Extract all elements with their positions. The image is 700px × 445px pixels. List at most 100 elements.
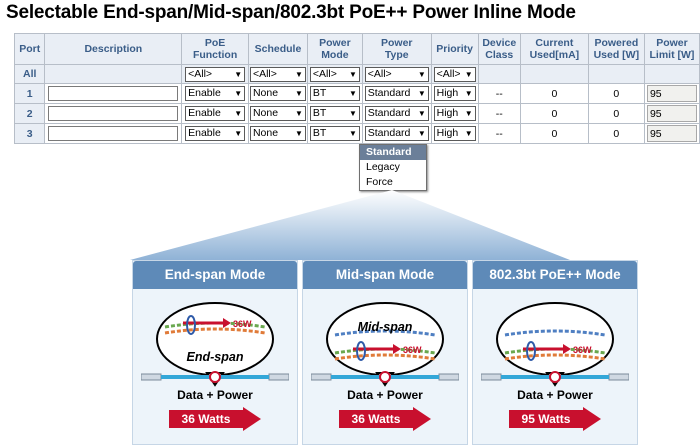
chevron-down-icon: ▼ (295, 109, 303, 118)
power-limit-input[interactable] (646, 125, 697, 142)
watt-tag: 36W (403, 345, 422, 355)
device-class-cell: -- (477, 103, 522, 124)
chevron-down-icon: ▼ (234, 129, 243, 138)
chevron-down-icon: ▼ (464, 129, 473, 138)
chevron-down-icon: ▼ (348, 129, 357, 138)
watts-badge: 95 Watts (509, 407, 601, 436)
priority-select[interactable]: High▼ (433, 86, 476, 101)
network-cable-icon (141, 371, 289, 383)
current-used-cell: 0 (520, 83, 589, 104)
chevron-down-icon: ▼ (234, 69, 243, 79)
port-cell: 3 (13, 123, 46, 144)
chevron-down-icon: ▼ (234, 89, 243, 98)
chevron-down-icon: ▼ (417, 109, 426, 118)
power-mode-select[interactable]: BT▼ (309, 86, 360, 101)
powered-used-cell: 0 (587, 103, 645, 124)
powered-used-cell: 0 (587, 123, 645, 144)
watt-tag: 36W (573, 345, 592, 355)
current-used-cell: 0 (520, 123, 589, 144)
dropdown-option-legacy[interactable]: Legacy (366, 161, 400, 173)
priority-select[interactable]: High▼ (433, 126, 476, 141)
chevron-down-icon: ▼ (464, 109, 473, 118)
coil-icon (186, 315, 196, 335)
chevron-down-icon: ▼ (348, 89, 357, 98)
description-input[interactable] (48, 106, 179, 121)
page-title: Selectable End-span/Mid-span/802.3bt PoE… (6, 2, 576, 23)
mode-panel-title: End-span Mode (133, 261, 297, 289)
col-description: Description (44, 33, 183, 65)
power-type-select[interactable]: Standard▼ (364, 86, 429, 101)
power-type-select-all[interactable]: <All>▼ (364, 66, 429, 82)
mode-caption: Data + Power (347, 388, 423, 402)
dropdown-option-force[interactable]: Force (366, 176, 393, 188)
coil-icon (526, 341, 536, 361)
description-input[interactable] (48, 126, 179, 141)
poe-function-select[interactable]: Enable▼ (185, 86, 246, 101)
arrow-right-icon (393, 344, 401, 354)
priority-select-all[interactable]: <All>▼ (433, 66, 476, 82)
power-mode-select-all[interactable]: <All>▼ (309, 66, 360, 82)
watts-label: 95 Watts (521, 412, 571, 426)
power-limit-input[interactable] (646, 105, 697, 122)
schedule-select[interactable]: None▼ (249, 126, 306, 141)
power-type-select[interactable]: Standard▼ (364, 106, 429, 121)
power-limit-input[interactable] (646, 85, 697, 102)
power-mode-select[interactable]: BT▼ (309, 106, 360, 121)
power-mode-select[interactable]: BT▼ (309, 126, 360, 141)
schedule-select-all[interactable]: <All>▼ (249, 66, 306, 82)
priority-select[interactable]: High▼ (433, 106, 476, 121)
power-type-dropdown: Standard Legacy Force (359, 144, 427, 191)
chevron-down-icon: ▼ (464, 89, 473, 98)
schedule-select[interactable]: None▼ (249, 86, 306, 101)
schedule-select[interactable]: None▼ (249, 106, 306, 121)
arrow-right-icon (223, 318, 231, 328)
watts-label: 36 Watts (351, 412, 401, 426)
col-priority: Priority (430, 33, 479, 65)
chevron-down-icon: ▼ (417, 69, 426, 79)
bubble-label: End-span (187, 350, 244, 364)
port-cell: 1 (13, 83, 46, 104)
chevron-down-icon: ▼ (417, 89, 426, 98)
chevron-down-icon: ▼ (295, 129, 303, 138)
arrow-right-icon (509, 407, 601, 431)
arrow-right-icon (339, 407, 431, 431)
poe-function-select[interactable]: Enable▼ (185, 126, 246, 141)
dropdown-expansion-fan (130, 190, 570, 260)
watt-tag: 36W (233, 319, 252, 329)
power-type-select[interactable]: Standard▼ (364, 126, 429, 141)
watts-badge: 36 Watts (169, 407, 261, 436)
chevron-down-icon: ▼ (348, 109, 357, 118)
mode-caption: Data + Power (177, 388, 253, 402)
powered-used-cell: 0 (587, 83, 645, 104)
mode-panel-title: Mid-span Mode (303, 261, 467, 289)
chevron-down-icon: ▼ (234, 109, 243, 118)
poe-function-select-all[interactable]: <All>▼ (185, 66, 246, 82)
network-cable-icon (481, 371, 629, 383)
table-row-all: All <All>▼ <All>▼ <All>▼ <All>▼ <All>▼ (13, 64, 700, 84)
port-cell: 2 (13, 103, 46, 124)
poe-function-select[interactable]: Enable▼ (185, 106, 246, 121)
port-cell: All (13, 64, 46, 84)
mode-panel-title: 802.3bt PoE++ Mode (473, 261, 637, 289)
current-used-cell: 0 (520, 103, 589, 124)
description-input[interactable] (48, 86, 179, 101)
coil-icon (356, 341, 366, 361)
network-cable-icon (311, 371, 459, 383)
dropdown-option-standard[interactable]: Standard (360, 145, 426, 160)
arrow-right-icon (563, 344, 571, 354)
description-cell (44, 64, 183, 84)
col-port: Port (13, 33, 46, 65)
